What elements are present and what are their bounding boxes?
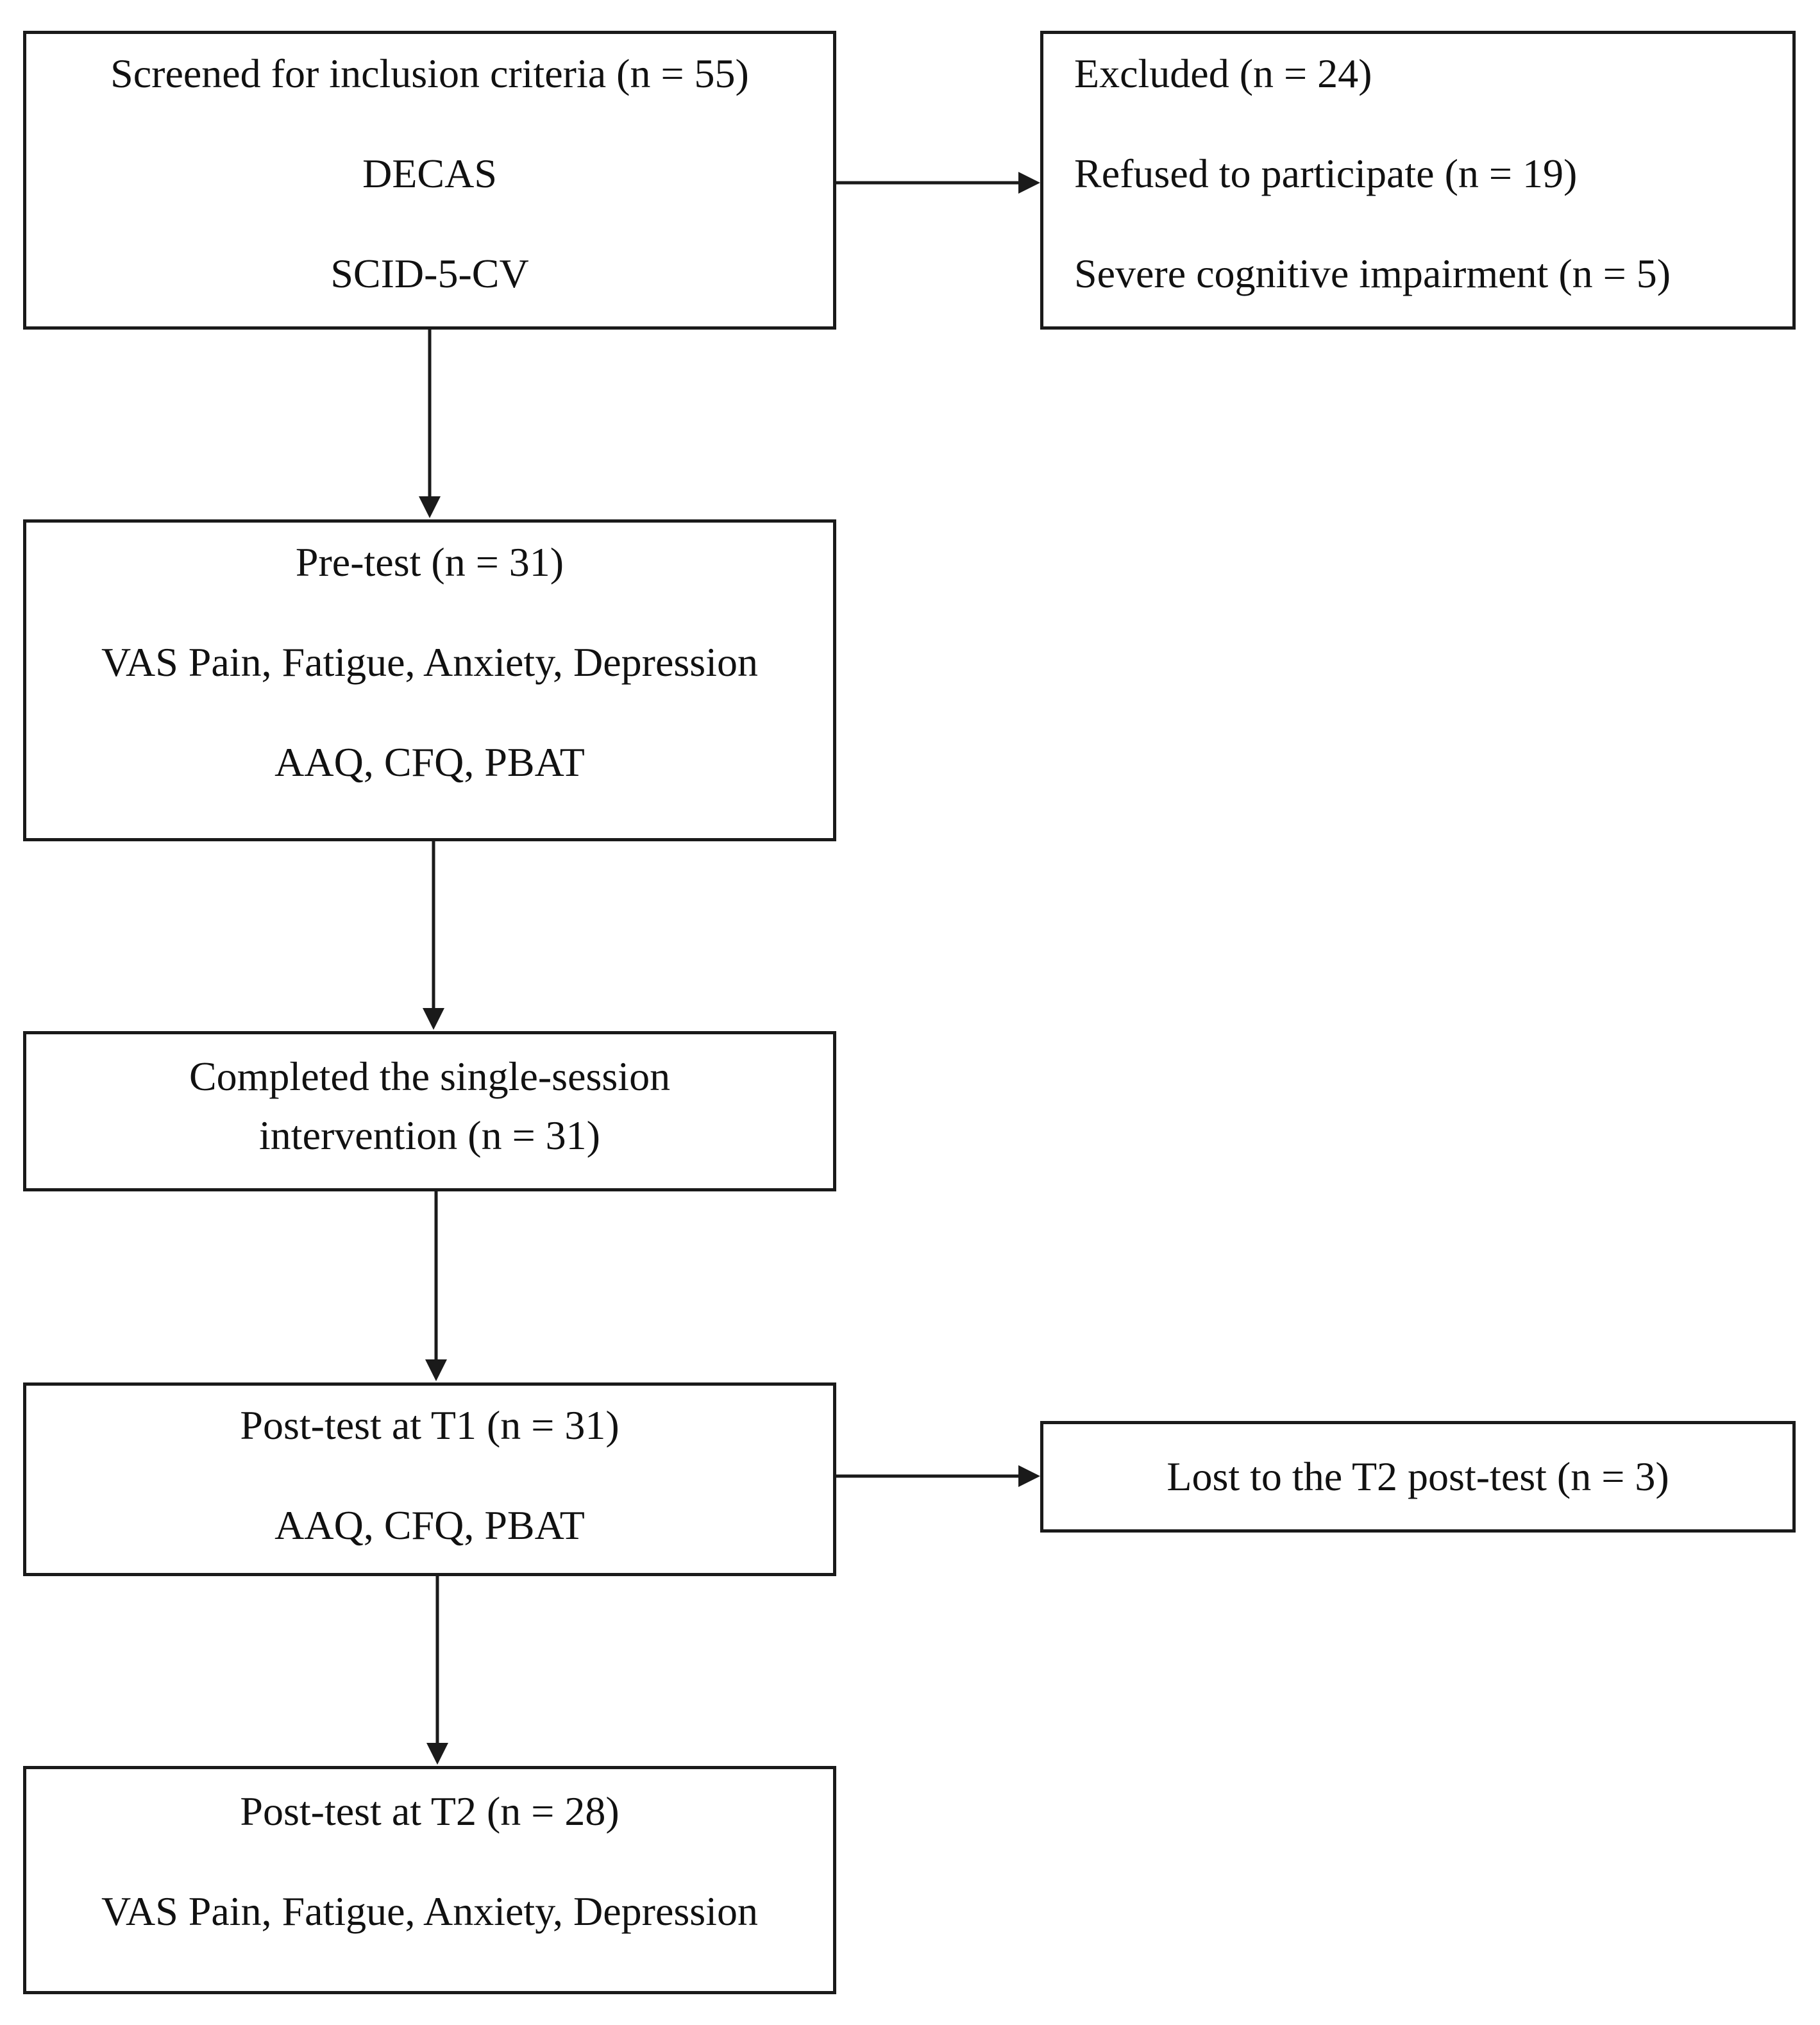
posttest-t2-title: Post-test at T2 (n = 28) (240, 1788, 619, 1834)
arrowhead-t1 (425, 1359, 447, 1381)
arrowhead-excluded (1018, 172, 1040, 194)
posttest-t2-measures: VAS Pain, Fatigue, Anxiety, Depression (101, 1888, 758, 1934)
intervention-line-1: Completed the single-session (189, 1054, 671, 1099)
excluded-box: Excluded (n = 24) Refused to participate… (1040, 31, 1796, 330)
lost-title: Lost to the T2 post-test (n = 3) (1167, 1454, 1669, 1499)
screening-item-decas: DECAS (362, 151, 497, 196)
arrowhead-lost (1018, 1465, 1040, 1487)
screening-title: Screened for inclusion criteria (n = 55) (110, 51, 749, 96)
screening-box: Screened for inclusion criteria (n = 55)… (23, 31, 836, 330)
excluded-title: Excluded (n = 24) (1074, 51, 1372, 96)
posttest-t2-box: Post-test at T2 (n = 28) VAS Pain, Fatig… (23, 1766, 836, 1994)
arrowhead-intervention (423, 1008, 444, 1030)
excluded-reason-refused: Refused to participate (n = 19) (1074, 151, 1578, 196)
pretest-box: Pre-test (n = 31) VAS Pain, Fatigue, Anx… (23, 519, 836, 841)
arrowhead-pretest (419, 496, 441, 518)
screening-item-scid: SCID-5-CV (330, 251, 529, 296)
excluded-reason-cognitive: Severe cognitive impairment (n = 5) (1074, 251, 1671, 296)
pretest-title: Pre-test (n = 31) (295, 539, 564, 585)
posttest-t1-box: Post-test at T1 (n = 31) AAQ, CFQ, PBAT (23, 1382, 836, 1576)
posttest-t1-measures: AAQ, CFQ, PBAT (274, 1502, 585, 1548)
arrowhead-t2 (426, 1743, 448, 1765)
pretest-measures-vas: VAS Pain, Fatigue, Anxiety, Depression (101, 639, 758, 685)
intervention-line-2: intervention (n = 31) (259, 1113, 600, 1158)
intervention-box: Completed the single-session interventio… (23, 1031, 836, 1191)
posttest-t1-title: Post-test at T1 (n = 31) (240, 1402, 619, 1448)
lost-box: Lost to the T2 post-test (n = 3) (1040, 1421, 1796, 1533)
pretest-measures-questionnaires: AAQ, CFQ, PBAT (274, 739, 585, 785)
